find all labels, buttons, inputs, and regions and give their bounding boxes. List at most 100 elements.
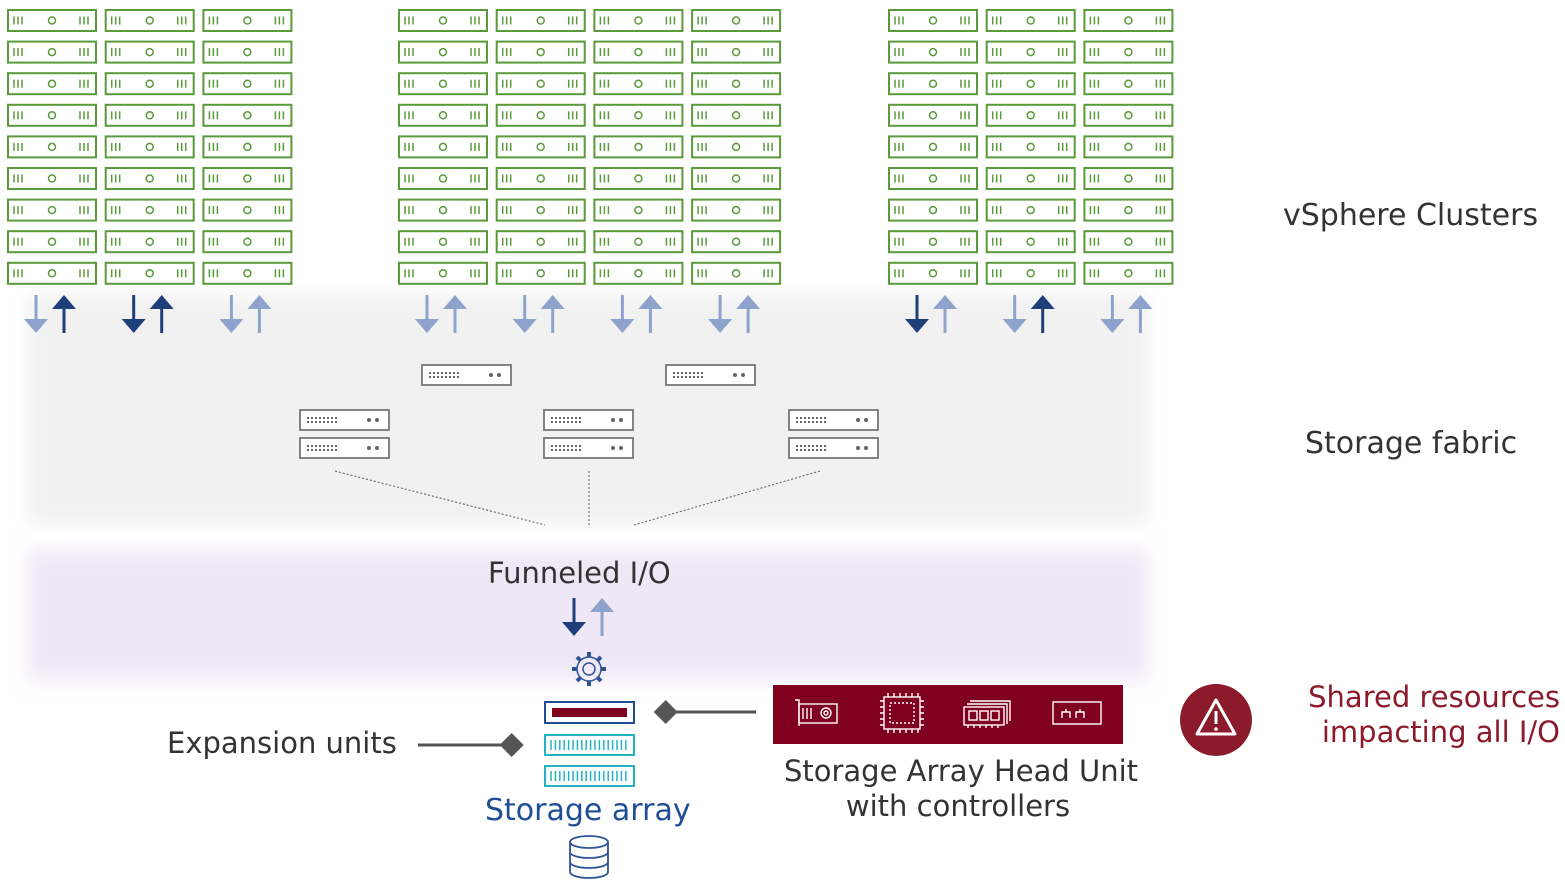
server-unit xyxy=(691,230,782,254)
io-card-icon xyxy=(1052,701,1102,725)
server-unit xyxy=(888,72,978,96)
server-unit xyxy=(7,198,97,222)
funneled-io-label: Funneled I/O xyxy=(488,556,671,590)
vsphere-server-racks xyxy=(7,9,1174,285)
server-unit xyxy=(888,9,978,32)
server-unit xyxy=(593,103,684,127)
server-unit xyxy=(985,198,1076,222)
server-unit xyxy=(398,9,488,32)
io-arrows xyxy=(24,295,1153,333)
switch-unit xyxy=(543,409,634,431)
server-unit xyxy=(691,40,782,64)
network-card-icon xyxy=(795,699,838,726)
server-unit xyxy=(7,261,97,285)
server-unit xyxy=(888,135,978,159)
io-arrow-pair xyxy=(708,295,761,333)
server-unit xyxy=(691,72,782,96)
server-unit xyxy=(202,72,293,96)
server-unit xyxy=(691,167,782,190)
server-unit xyxy=(495,198,586,222)
server-unit xyxy=(7,103,97,127)
server-unit xyxy=(202,261,293,285)
server-unit xyxy=(1083,103,1174,127)
io-arrow-pair xyxy=(415,295,467,333)
fabric-switches xyxy=(299,364,879,459)
io-arrow-pair xyxy=(512,295,565,333)
server-unit xyxy=(985,103,1076,127)
shared-resources-warning: Shared resources impacting all I/O xyxy=(1278,680,1560,750)
server-unit xyxy=(593,9,684,32)
warning-line1: Shared resources xyxy=(1308,680,1560,714)
server-unit xyxy=(985,40,1076,64)
head-unit-label: Storage Array Head Unit with controllers xyxy=(771,754,1151,824)
server-unit xyxy=(104,230,195,254)
server-unit xyxy=(7,40,97,64)
server-unit xyxy=(104,261,195,285)
server-unit xyxy=(7,72,97,96)
server-unit xyxy=(888,103,978,127)
expansion-unit xyxy=(544,765,635,787)
server-unit xyxy=(398,72,488,96)
server-unit xyxy=(691,198,782,222)
server-unit xyxy=(398,261,488,285)
server-unit xyxy=(495,261,586,285)
server-unit xyxy=(202,198,293,222)
server-unit xyxy=(202,40,293,64)
server-unit xyxy=(888,230,978,254)
server-unit xyxy=(1083,9,1174,32)
io-arrow-pair xyxy=(219,295,272,333)
server-unit xyxy=(495,230,586,254)
switch-unit xyxy=(665,364,756,386)
server-unit xyxy=(1083,167,1174,190)
server-unit xyxy=(495,135,586,159)
server-unit xyxy=(985,135,1076,159)
server-unit xyxy=(398,167,488,190)
server-unit xyxy=(985,261,1076,285)
server-unit xyxy=(495,9,586,32)
server-unit xyxy=(7,135,97,159)
server-unit xyxy=(691,261,782,285)
server-unit xyxy=(888,167,978,190)
server-unit xyxy=(495,103,586,127)
server-unit xyxy=(398,198,488,222)
storage-array-stack xyxy=(544,701,635,787)
storage-fabric-label: Storage fabric xyxy=(1305,426,1518,461)
server-unit xyxy=(7,9,97,32)
server-unit xyxy=(985,9,1076,32)
io-arrow-pair xyxy=(1002,295,1055,333)
server-cluster xyxy=(398,9,782,285)
server-unit xyxy=(104,103,195,127)
switch-unit xyxy=(299,437,390,459)
server-unit xyxy=(495,167,586,190)
server-unit xyxy=(1083,135,1174,159)
server-unit xyxy=(593,230,684,254)
database-icon xyxy=(569,835,609,879)
server-unit xyxy=(398,230,488,254)
io-arrow-pair xyxy=(905,295,957,333)
server-unit xyxy=(202,135,293,159)
server-unit xyxy=(202,167,293,190)
server-unit xyxy=(104,198,195,222)
storage-array-head-unit xyxy=(773,685,1123,744)
switch-unit xyxy=(543,437,634,459)
server-unit xyxy=(691,103,782,127)
server-unit xyxy=(985,72,1076,96)
cpu-chip-icon xyxy=(880,693,924,733)
expansion-units-connector xyxy=(418,732,524,758)
server-unit xyxy=(1083,72,1174,96)
server-unit xyxy=(985,167,1076,190)
server-unit xyxy=(593,40,684,64)
server-unit xyxy=(495,72,586,96)
expansion-units-label: Expansion units xyxy=(167,726,397,760)
server-unit xyxy=(691,9,782,32)
server-unit xyxy=(593,135,684,159)
server-unit xyxy=(398,135,488,159)
expansion-unit xyxy=(544,734,635,756)
fabric-connector-lines xyxy=(334,470,821,526)
server-unit xyxy=(202,230,293,254)
memory-module-icon xyxy=(963,700,1011,728)
fabric-band xyxy=(28,295,1148,523)
head-unit-label-line2: with controllers xyxy=(845,788,1071,823)
head-unit-connector xyxy=(653,699,756,725)
